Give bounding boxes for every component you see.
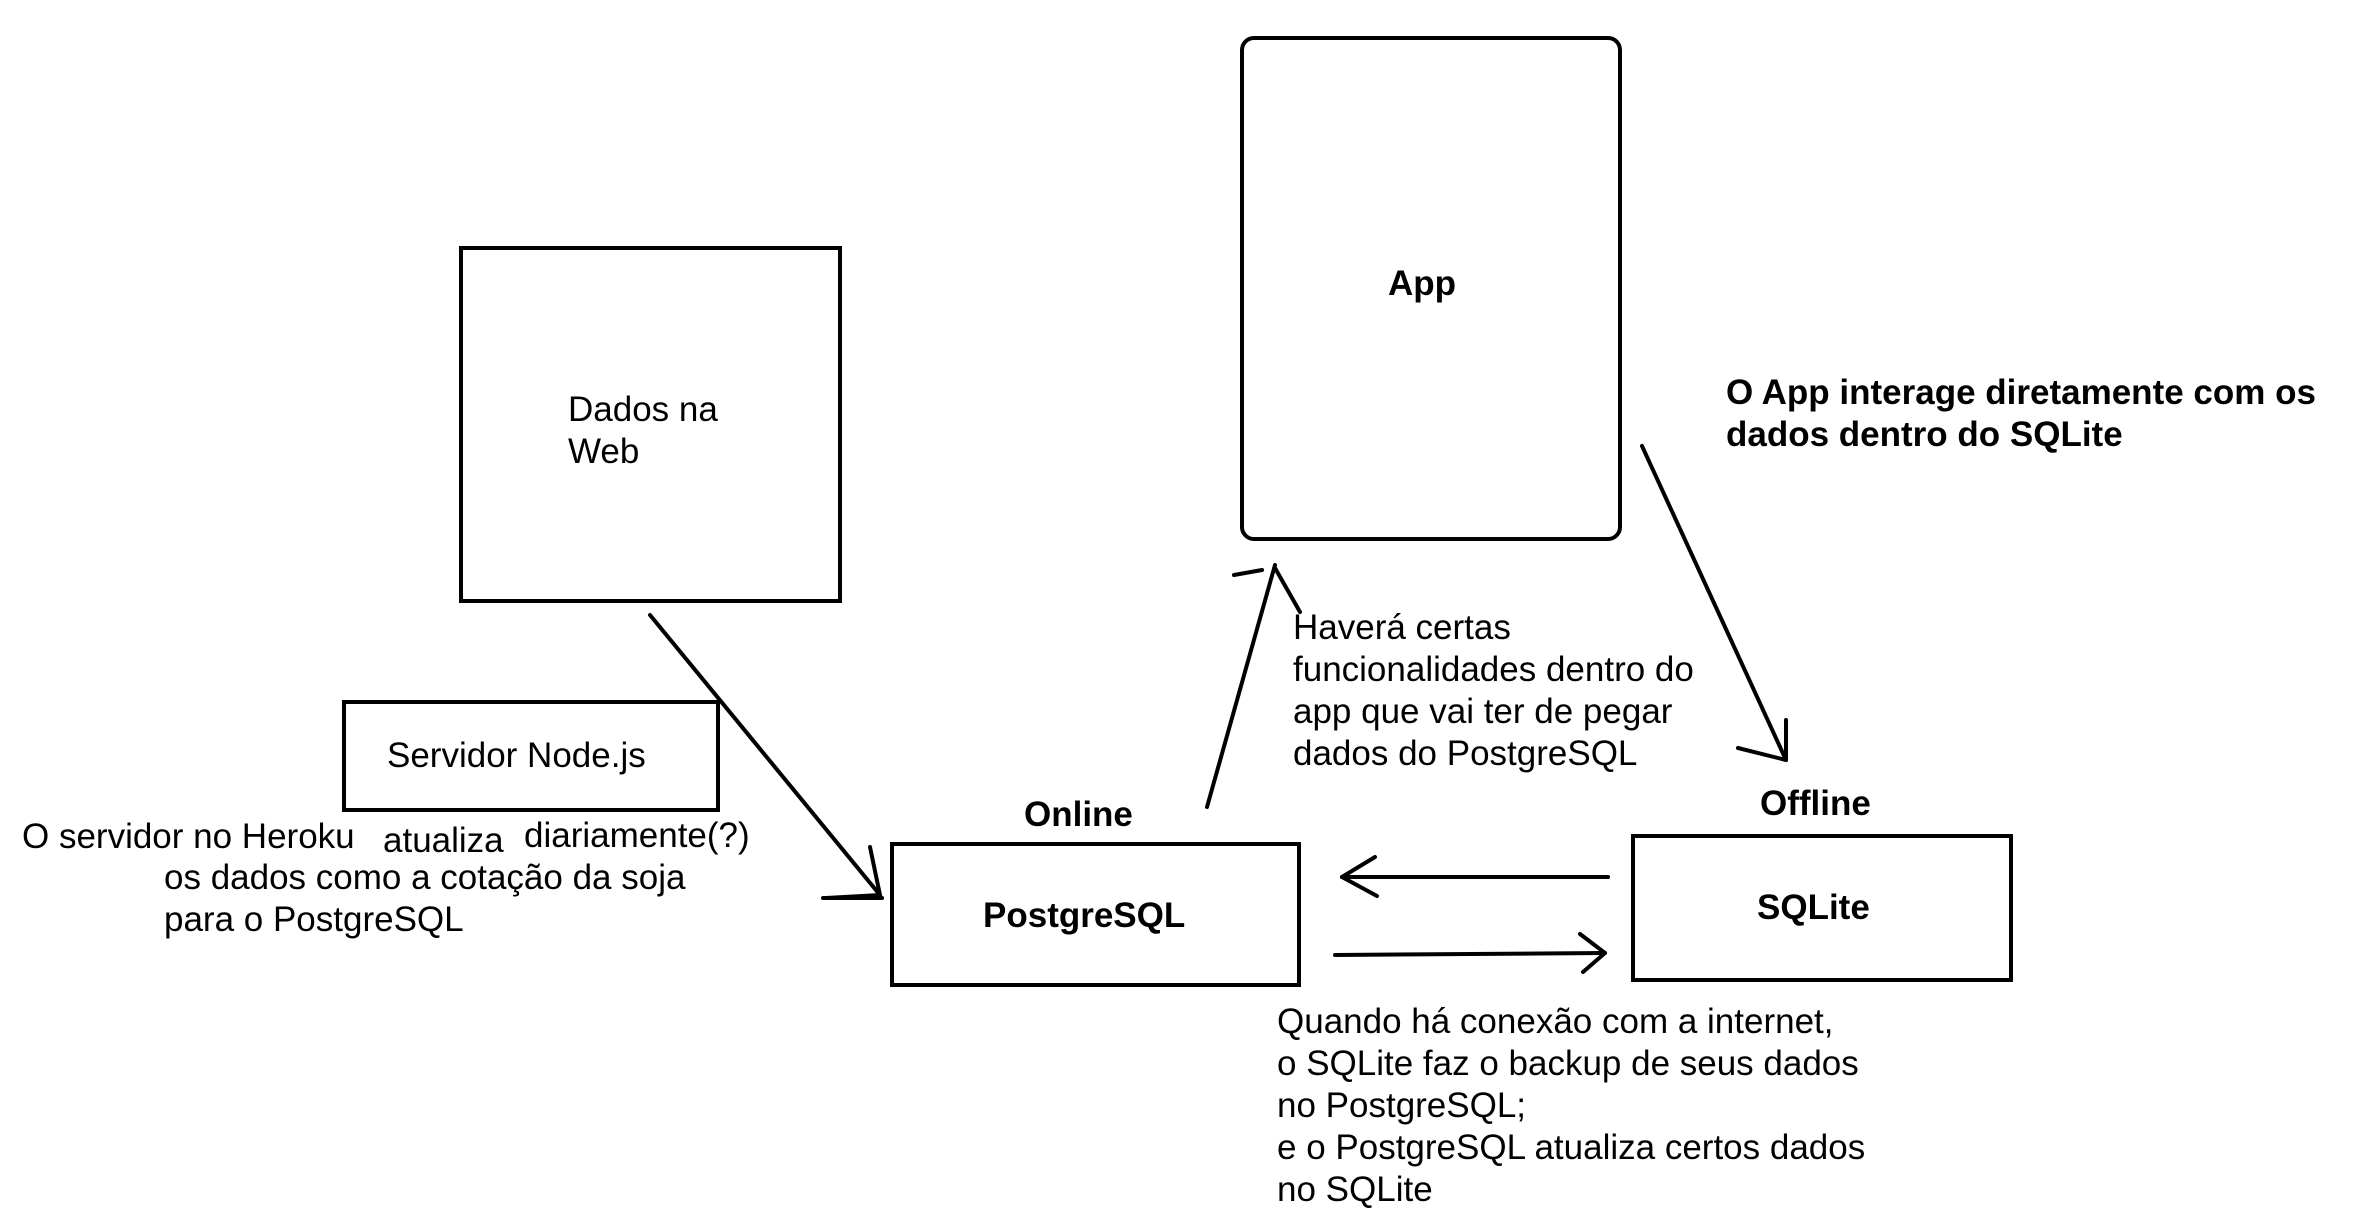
arrow-postgres-to-sqlite xyxy=(1333,951,1607,957)
heroku-note-part2: atualiza xyxy=(383,821,504,860)
arrow-postgres-to-sqlite-head xyxy=(1578,932,1607,974)
heroku-note-rest: os dados como a cotação da soja para o P… xyxy=(164,858,686,939)
dados-web-label: Dados na Web xyxy=(568,390,718,471)
heroku-note-part3: diariamente(?) xyxy=(524,816,750,855)
arrow-web-to-postgres-head xyxy=(824,845,882,900)
postgresql-box xyxy=(890,842,1301,987)
dados-web-box xyxy=(459,246,842,603)
app-label: App xyxy=(1388,264,1457,303)
heroku-note-part1: O servidor no Heroku xyxy=(22,817,355,856)
arrow-sqlite-to-postgres-head xyxy=(1340,855,1379,898)
arrow-app-to-sqlite xyxy=(1640,444,1788,762)
online-label: Online xyxy=(1024,795,1133,834)
arrow-postgres-to-app-head xyxy=(1232,566,1302,614)
sqlite-box xyxy=(1631,834,2013,982)
servidor-label: Servidor Node.js xyxy=(387,736,646,775)
app-sqlite-note: O App interage diretamente com os dados … xyxy=(1726,373,2316,454)
funcionalidades-note: Haverá certas funcionalidades dentro do … xyxy=(1293,608,1694,773)
arrow-app-to-sqlite-head xyxy=(1736,718,1788,762)
postgresql-label: PostgreSQL xyxy=(983,896,1186,935)
arrow-postgres-to-app xyxy=(1205,563,1277,809)
backup-note: Quando há conexão com a internet, o SQLi… xyxy=(1277,1002,1866,1209)
sqlite-label: SQLite xyxy=(1757,888,1870,927)
offline-label: Offline xyxy=(1760,784,1871,823)
servidor-box xyxy=(342,700,720,812)
app-box xyxy=(1240,36,1622,541)
arrow-web-to-postgres xyxy=(648,613,882,897)
